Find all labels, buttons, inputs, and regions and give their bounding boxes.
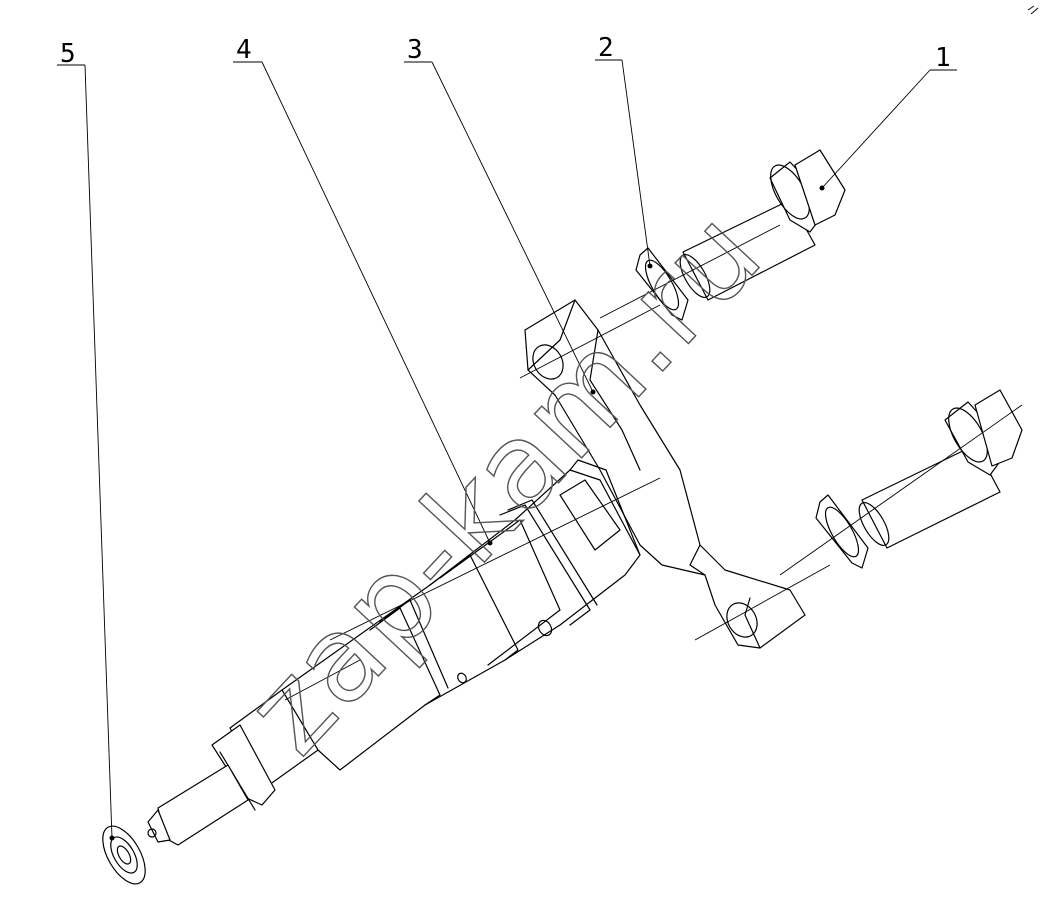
clamp-bracket: [524, 299, 806, 649]
callout-1: 1: [935, 43, 951, 73]
callout-2: 2: [598, 33, 614, 63]
injector-body: [147, 459, 641, 846]
sealing-washer: [102, 825, 146, 885]
callout-3: 3: [407, 35, 423, 65]
watermark-text: zap-kam.ru: [220, 183, 789, 779]
center-lines: [284, 224, 1023, 701]
callout-4: 4: [236, 35, 252, 65]
callout-5: 5: [60, 39, 76, 69]
corner-mark-icon: [1027, 5, 1039, 15]
leader-lines: [57, 59, 957, 841]
bolt-lower: [858, 389, 1023, 549]
callout-labels: 5 4 3 2 1: [60, 33, 951, 73]
